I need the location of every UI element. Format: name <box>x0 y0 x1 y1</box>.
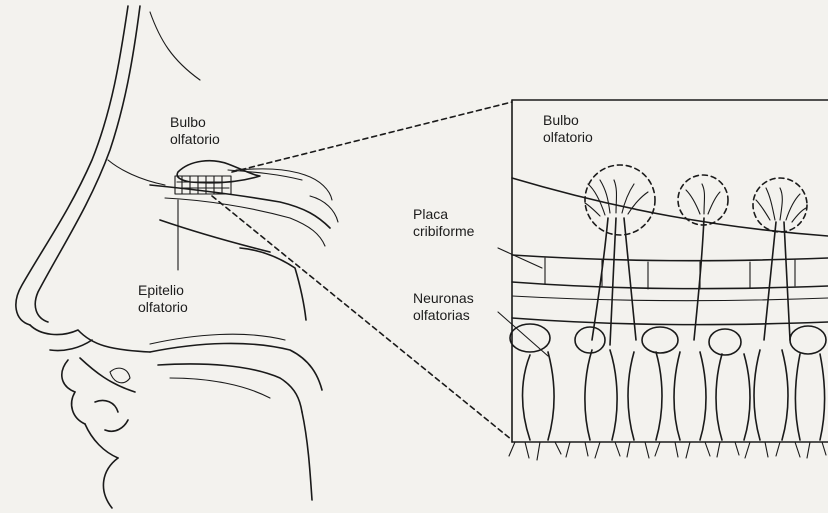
glomerulus-2 <box>678 175 728 225</box>
label-text: Bulbo <box>543 112 593 129</box>
label-text: olfatorio <box>138 299 188 316</box>
head-profile <box>16 6 165 508</box>
label-placa-cribiforme: Placa cribiforme <box>413 206 474 240</box>
label-epitelio-olfatorio: Epitelio olfatorio <box>138 282 188 316</box>
label-text: Epitelio <box>138 282 188 299</box>
label-text: Bulbo <box>170 114 220 131</box>
glomerulus-3 <box>753 178 807 232</box>
label-bulbo-olfatorio-left: Bulbo olfatorio <box>170 114 220 148</box>
label-text: olfatorio <box>543 129 593 146</box>
label-text: olfatorio <box>170 131 220 148</box>
zoom-line-top <box>232 102 512 172</box>
label-text: olfatorias <box>413 307 474 324</box>
label-neuronas-olfatorias: Neuronas olfatorias <box>413 290 474 324</box>
magnified-panel <box>509 100 828 460</box>
label-text: Placa <box>413 206 474 223</box>
placa-leader <box>498 248 542 268</box>
label-bulbo-olfatorio-right: Bulbo olfatorio <box>543 112 593 146</box>
label-text: cribiforme <box>413 223 474 240</box>
label-text: Neuronas <box>413 290 474 307</box>
